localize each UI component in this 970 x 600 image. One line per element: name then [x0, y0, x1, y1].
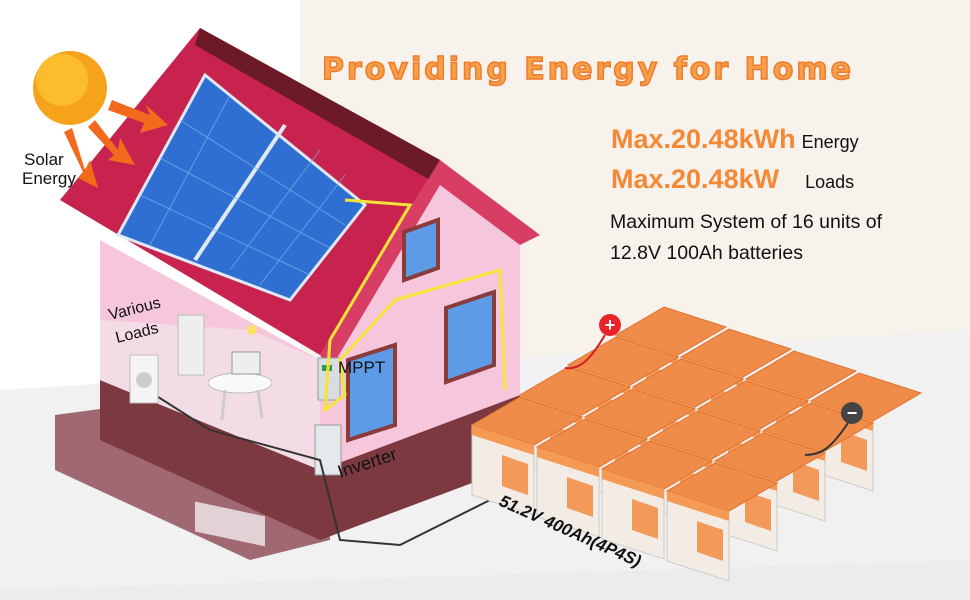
spec-loads-label: Loads [805, 172, 855, 192]
spec-energy-label: Energy [801, 132, 859, 152]
battery-wire [154, 394, 501, 547]
battery [470, 396, 584, 516]
refrigerator [177, 314, 205, 376]
solar-panel [115, 72, 368, 302]
positive-symbol: + [605, 315, 616, 335]
sun-ray-arrows [64, 100, 168, 188]
page-title: Providing Energy for Home [321, 51, 854, 88]
negative-symbol: − [847, 403, 858, 423]
battery [535, 418, 649, 538]
solar-label-line2: Energy [22, 169, 76, 188]
spec-energy-value: Max.20.48kWh [611, 124, 796, 154]
negative-terminal-icon [841, 402, 863, 424]
table [207, 372, 273, 394]
light-bulb [247, 325, 257, 335]
battery-bank [470, 306, 923, 582]
inverter-device [314, 424, 342, 476]
positive-terminal-icon [599, 314, 621, 336]
battery [600, 440, 714, 560]
battery [665, 462, 779, 582]
microwave [231, 351, 261, 375]
description-line2: 12.8V 100Ah batteries [610, 242, 803, 264]
step [195, 501, 265, 547]
solar-label-line1: Solar [24, 150, 64, 169]
description-line1: Maximum System of 16 units of [610, 211, 883, 233]
spec-loads: Max.20.48kW Loads [611, 164, 854, 195]
mppt-label: MPPT [338, 358, 385, 377]
system-description: Maximum System of 16 units of 12.8V 100A… [610, 207, 882, 269]
window [346, 217, 496, 443]
solar-energy-label: Solar Energy [22, 150, 76, 188]
spec-loads-value: Max.20.48kW [611, 164, 780, 194]
pv-wire [323, 198, 507, 414]
